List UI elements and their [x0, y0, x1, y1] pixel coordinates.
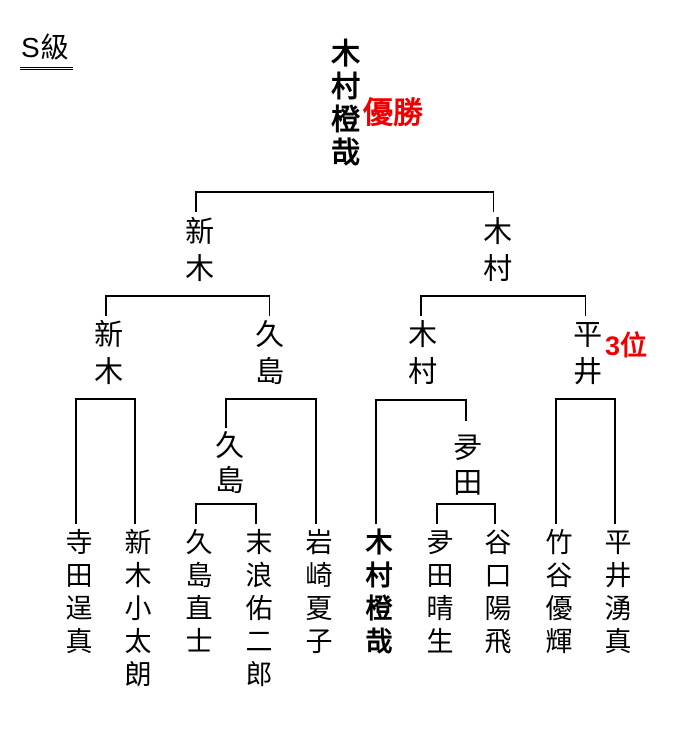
qf1-left-leg [75, 398, 77, 524]
semifinal-right-bracket-line [420, 295, 586, 297]
semifinalist-4-label: 平井 [568, 319, 601, 393]
qf2-left-leg [225, 398, 227, 428]
semifinal-right-bracket-right-leg [584, 295, 586, 316]
champion-name: 木村橙哉 [326, 38, 359, 170]
qf3-bracket-line [375, 399, 467, 401]
qf2-bracket-line [225, 398, 317, 400]
final-bracket-left-leg [195, 191, 197, 212]
semifinalist-1-label: 新木 [89, 319, 122, 393]
qf3-right-leg [465, 399, 467, 421]
semifinalist-3-label: 木村 [403, 319, 436, 393]
prelim2-left-leg [436, 503, 438, 524]
semifinal-left-bracket-line [105, 295, 270, 297]
player-name-champion: 木村橙哉 [361, 528, 392, 660]
prelim1-left-leg [195, 503, 197, 524]
qf4-left-leg [555, 398, 557, 524]
player-name: 岩崎夏子 [301, 528, 332, 660]
prelim1-right-leg [255, 503, 257, 524]
qf3-left-leg [375, 399, 377, 524]
finalist-left-label: 新木 [180, 216, 213, 290]
player-name: 谷口陽飛 [480, 528, 511, 660]
page-title: S級 [20, 26, 73, 70]
qf4-right-leg [614, 398, 616, 524]
player-name: 末浪佑二郎 [241, 528, 272, 693]
player-name: 平井湧真 [600, 528, 631, 660]
player-name: 竹谷優輝 [541, 528, 572, 660]
finalist-right-label: 木村 [478, 216, 511, 290]
player-name: 夛田晴生 [422, 528, 453, 660]
prelim-winner-2-label: 夛田 [448, 432, 481, 502]
final-bracket-right-leg [492, 191, 494, 212]
player-name: 新木小太朗 [120, 528, 151, 693]
qf4-bracket-line [555, 398, 616, 400]
player-name: 久島直士 [181, 528, 212, 660]
final-bracket-line [195, 191, 494, 193]
prelim-winner-1-label: 久島 [210, 430, 243, 500]
third-place-badge: 3位 [605, 331, 648, 361]
semifinal-left-bracket-left-leg [105, 295, 107, 316]
semifinal-left-bracket-right-leg [268, 295, 270, 316]
qf1-right-leg [134, 398, 136, 524]
prelim2-bracket-line [436, 503, 496, 505]
prelim2-right-leg [494, 503, 496, 524]
prelim1-bracket-line [195, 503, 257, 505]
champion-award-badge: 優勝 [363, 97, 423, 130]
semifinal-right-bracket-left-leg [420, 295, 422, 316]
player-name: 寺田逞真 [61, 528, 92, 660]
qf1-bracket-line [75, 398, 136, 400]
qf2-right-leg [315, 398, 317, 524]
semifinalist-2-label: 久島 [250, 319, 283, 393]
